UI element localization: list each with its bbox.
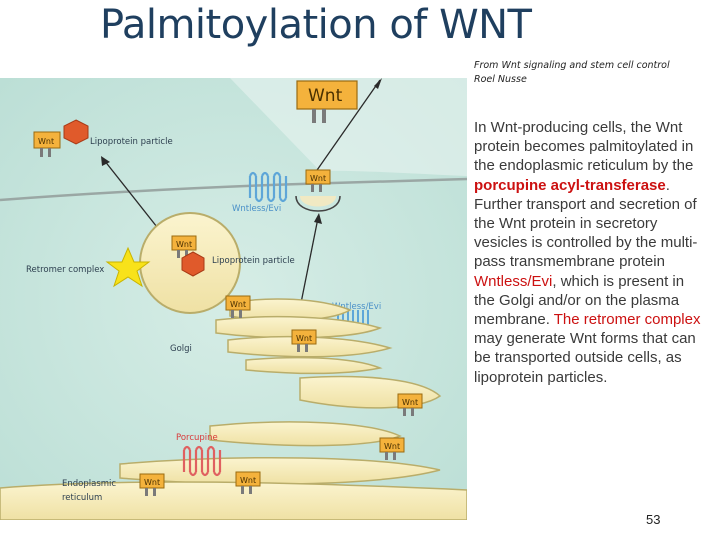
text-run: In Wnt-producing cells, the Wnt protein … bbox=[474, 119, 694, 175]
fusing-vesicle bbox=[295, 195, 341, 212]
golgi-label: Golgi bbox=[170, 344, 192, 354]
lipoprotein-label-outside: Lipoprotein particle bbox=[90, 137, 173, 147]
golgi-apparatus bbox=[215, 298, 393, 375]
wnt-at-membrane: Wnt bbox=[305, 169, 331, 192]
wnt-on-er: Wnt bbox=[235, 471, 261, 494]
wnt-label: Wnt bbox=[296, 334, 312, 343]
wnt-on-golgi: Wnt bbox=[225, 295, 251, 318]
er-label-line1: Endoplasmic bbox=[62, 479, 116, 489]
figure-credit: From Wnt signaling and stem cell control… bbox=[474, 59, 670, 87]
credit-line-source: From Wnt signaling and stem cell control bbox=[474, 60, 670, 71]
wnt-label: Wnt bbox=[230, 300, 246, 309]
wnt-on-er: Wnt bbox=[139, 473, 165, 496]
wntless-golgi bbox=[337, 310, 369, 326]
secreted-wnt: Wnt bbox=[296, 80, 358, 123]
wnt-label: Wnt bbox=[176, 240, 192, 249]
wnt-label: Wnt bbox=[144, 478, 160, 487]
wnt-label: Wnt bbox=[38, 137, 54, 146]
lipoprotein-particle-outside: Wnt bbox=[33, 119, 89, 157]
description-paragraph: In Wnt-producing cells, the Wnt protein … bbox=[474, 118, 702, 387]
plasma-membrane bbox=[0, 177, 467, 202]
endoplasmic-reticulum bbox=[0, 375, 467, 520]
credit-line-author: Roel Nusse bbox=[474, 74, 527, 85]
secretion-arrow bbox=[314, 79, 381, 174]
text-run: , which is present in the Golgi and/or o… bbox=[474, 272, 685, 329]
wnt-label-large: Wnt bbox=[308, 86, 343, 106]
highlight-porcupine: porcupine acyl-transferase bbox=[474, 176, 666, 194]
wnt-label: Wnt bbox=[310, 174, 326, 183]
wnt-on-er: Wnt bbox=[397, 393, 423, 416]
text-run: may generate Wnt forms that can be trans… bbox=[474, 330, 696, 386]
highlight-retromer: The retromer complex bbox=[553, 311, 701, 329]
wntless-label-golgi: Wntless/Evi bbox=[332, 302, 381, 312]
page-number: 53 bbox=[646, 512, 661, 527]
porcupine-label: Porcupine bbox=[176, 433, 218, 443]
wntless-label-top: Wntless/Evi bbox=[232, 204, 281, 214]
wnt-on-golgi: Wnt bbox=[291, 329, 317, 352]
retromer-label: Retromer complex bbox=[26, 265, 104, 275]
extracellular-space bbox=[230, 78, 467, 176]
slide-title: Palmitoylation of WNT bbox=[100, 2, 532, 48]
vesicle-transport-arrow bbox=[299, 217, 319, 309]
porcupine-protein bbox=[182, 445, 222, 477]
wnt-in-vesicle: Wnt bbox=[171, 235, 197, 258]
wnt-secretion-diagram: Wnt Wnt Lipoprotein particle Wntless/Evi… bbox=[0, 78, 467, 520]
wnt-label: Wnt bbox=[384, 442, 400, 451]
highlight-wntless: Wntless/Evi bbox=[474, 272, 553, 290]
retromer-star bbox=[105, 246, 151, 288]
wnt-on-er: Wnt bbox=[379, 437, 405, 460]
lipoprotein-in-vesicle bbox=[181, 251, 205, 277]
lipoprotein-label-inside: Lipoprotein particle bbox=[212, 256, 295, 266]
text-run: . Further transport and secretion of the… bbox=[474, 176, 698, 271]
wnt-label: Wnt bbox=[240, 476, 256, 485]
er-label-line2: reticulum bbox=[62, 493, 102, 503]
wnt-label: Wnt bbox=[402, 398, 418, 407]
wntless-plasma-membrane bbox=[248, 171, 288, 203]
